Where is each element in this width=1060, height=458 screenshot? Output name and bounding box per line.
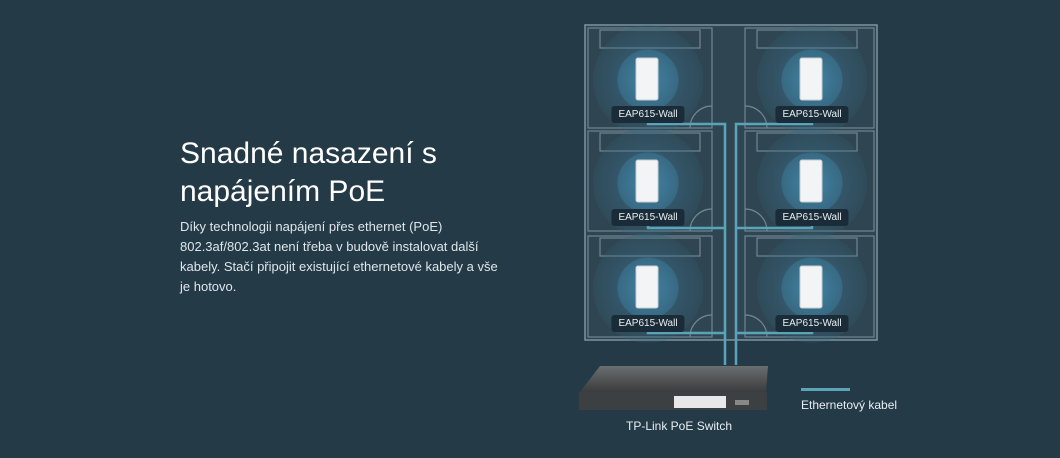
ap-label: EAP615-Wall: [775, 315, 849, 332]
switch-label: TP-Link PoE Switch: [626, 419, 733, 433]
ap-label: EAP615-Wall: [611, 315, 685, 332]
ap-label: EAP615-Wall: [611, 209, 685, 226]
ethernet-cable-legend-swatch: [801, 388, 850, 391]
ap-label: EAP615-Wall: [611, 106, 685, 123]
ap-label: EAP615-Wall: [775, 209, 849, 226]
ap-label: EAP615-Wall: [775, 106, 849, 123]
section-heading: Snadné nasazení s napájením PoE: [180, 137, 437, 208]
poe-switch: [579, 366, 768, 410]
section-description: Díky technologii napájení přes ethernet …: [180, 219, 498, 294]
access-point-devices: [635, 57, 823, 309]
ethernet-cable-legend-label: Ethernetový kabel: [801, 398, 898, 412]
